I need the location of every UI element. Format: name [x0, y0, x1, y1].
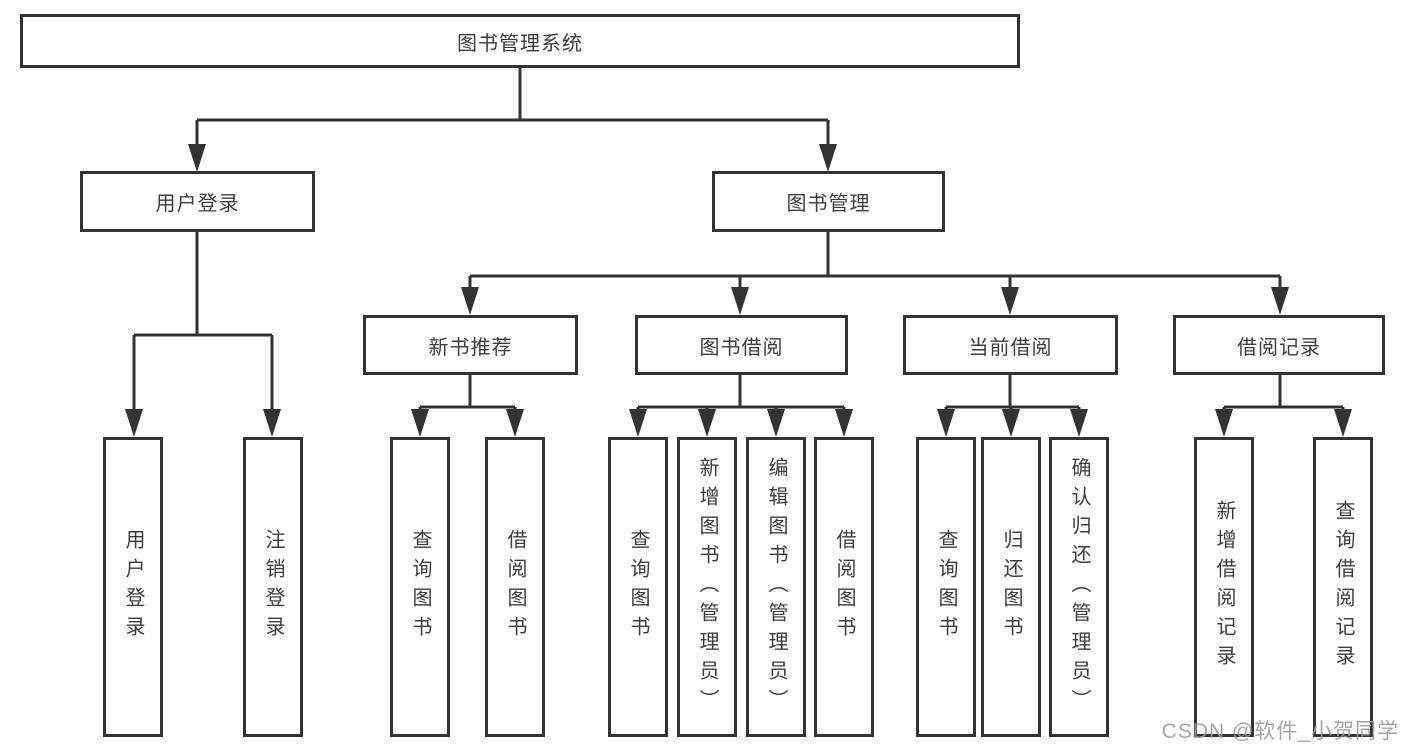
arrowhead: [767, 409, 785, 437]
arrowhead: [1271, 287, 1289, 315]
leaf-borrow-books-recommend: 借阅图书: [485, 437, 545, 737]
connector-records-to-leaves: [1222, 375, 1345, 413]
leaf-return-books: 归还图书: [981, 437, 1041, 737]
arrowhead: [125, 409, 143, 437]
node-borrow-records: 借阅记录: [1173, 315, 1385, 375]
node-current-borrow: 当前借阅: [903, 315, 1118, 375]
leaf-user-login: 用户登录: [103, 437, 163, 737]
leaf-query-borrow-record: 查询借阅记录: [1313, 437, 1373, 737]
node-book-borrow: 图书借阅: [635, 315, 848, 375]
node-user-login: 用户登录: [80, 171, 315, 232]
connector-bookmgmt-to-level3: [468, 232, 1282, 291]
arrowhead: [629, 409, 647, 437]
connector-newbook-to-leaves: [418, 375, 517, 413]
leaf-query-books-recommend: 查询图书: [390, 437, 450, 737]
node-book-management: 图书管理: [712, 171, 945, 232]
arrowhead: [188, 144, 206, 172]
connector-borrow-to-leaves: [636, 375, 846, 413]
arrowhead: [819, 144, 837, 172]
arrowhead: [506, 409, 524, 437]
arrowhead: [263, 409, 281, 437]
arrowhead: [698, 409, 716, 437]
connector-userlogin-to-leaves: [132, 232, 274, 413]
connector-current-to-leaves: [944, 375, 1081, 413]
leaf-confirm-return-admin: 确认归还（管理员）: [1049, 437, 1109, 737]
leaf-query-books-current: 查询图书: [916, 437, 976, 737]
leaf-borrow-books: 借阅图书: [814, 437, 874, 737]
arrowhead: [1002, 409, 1020, 437]
leaf-add-borrow-record: 新增借阅记录: [1194, 437, 1254, 737]
node-root: 图书管理系统: [20, 14, 1020, 68]
connector-root-to-level2: [195, 68, 830, 148]
arrowhead: [461, 287, 479, 315]
leaf-add-books-admin: 新增图书（管理员）: [677, 437, 737, 737]
leaf-edit-books-admin: 编辑图书（管理员）: [746, 437, 806, 737]
arrowhead: [835, 409, 853, 437]
leaf-query-books-borrow: 查询图书: [608, 437, 668, 737]
arrowhead: [1001, 287, 1019, 315]
arrowhead: [1334, 409, 1352, 437]
arrowhead: [731, 287, 749, 315]
arrowhead: [411, 409, 429, 437]
arrowhead: [937, 409, 955, 437]
arrowhead: [1070, 409, 1088, 437]
watermark: CSDN @软件_小贺同学: [1161, 720, 1399, 743]
leaf-logout: 注销登录: [243, 437, 303, 737]
arrowhead: [1215, 409, 1233, 437]
node-new-book-recommend: 新书推荐: [363, 315, 578, 375]
